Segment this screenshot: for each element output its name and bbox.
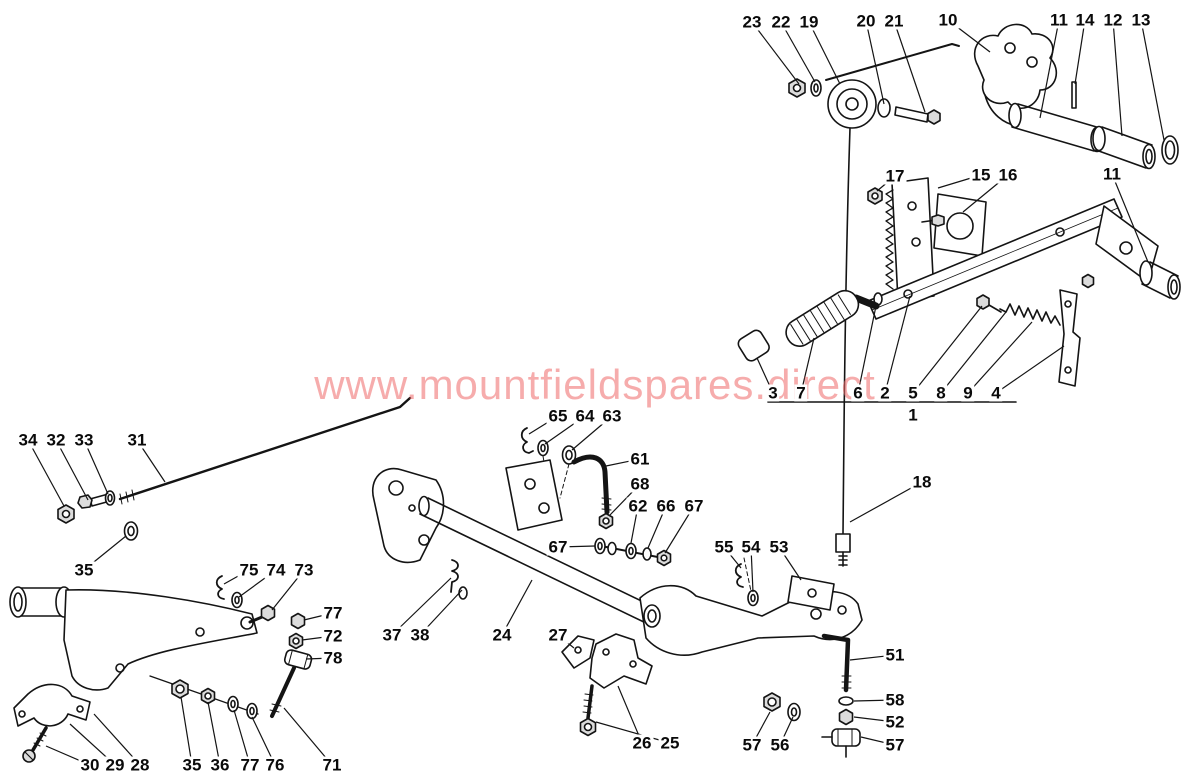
callout-71: 71 [320,755,344,775]
callout-51: 51 [883,645,907,665]
callout-58: 58 [883,690,907,710]
callout-27: 27 [546,625,570,645]
callout-72: 72 [321,626,345,646]
callout-23: 23 [740,12,764,32]
callout-54: 54 [739,537,763,557]
callout-26: 26 [630,733,654,753]
callout-5: 5 [906,383,920,403]
callout-53: 53 [767,537,791,557]
callout-29: 29 [103,755,127,775]
callout-56: 56 [768,735,792,755]
callout-78: 78 [321,648,345,668]
callout-76: 76 [263,755,287,775]
callout-35: 35 [72,560,96,580]
lift-bellcrank [9,575,313,763]
callout-18: 18 [910,472,934,492]
callout-57: 57 [883,735,907,755]
callout-75: 75 [237,560,261,580]
callout-11: 11 [1101,164,1123,184]
callout-14: 14 [1073,10,1097,30]
latch-hook [973,23,1058,127]
callout-64: 64 [573,406,597,426]
callout-4: 4 [989,383,1003,403]
callout-22: 22 [769,12,793,32]
callout-33: 33 [72,430,96,450]
callout-67: 67 [546,537,570,557]
callout-77: 77 [238,755,262,775]
callout-15: 15 [969,165,993,185]
spring-and-bracket [976,273,1095,387]
handle-tube [1008,81,1179,170]
callout-77: 77 [321,603,345,623]
callout-34: 34 [16,430,40,450]
callout-62: 62 [626,496,650,516]
callout-35: 35 [180,755,204,775]
callout-28: 28 [128,755,152,775]
callout-63: 63 [600,406,624,426]
quadrant-rack [867,177,987,302]
callout-73: 73 [292,560,316,580]
callout-25: 25 [658,733,682,753]
pulley-assembly [788,43,960,129]
callout-31: 31 [125,430,149,450]
callout-57: 57 [740,735,764,755]
callout-30: 30 [78,755,102,775]
callout-2: 2 [878,383,892,403]
cross-shaft [371,459,863,656]
callout-10: 10 [936,10,960,30]
grip-handle [737,289,880,362]
callout-32: 32 [44,430,68,450]
callout-9: 9 [961,383,975,403]
callout-7: 7 [794,383,808,403]
callout-17: 17 [883,166,907,186]
lift-lever [867,198,1181,320]
callout-20: 20 [854,11,878,31]
lift-cable [835,127,851,567]
callout-68: 68 [628,474,652,494]
callout-12: 12 [1101,10,1125,30]
callout-21: 21 [882,11,906,31]
callout-66: 66 [654,496,678,516]
callout-55: 55 [712,537,736,557]
callout-36: 36 [208,755,232,775]
callout-74: 74 [264,560,288,580]
callout-65: 65 [546,406,570,426]
callout-3: 3 [766,383,780,403]
leader-lines [27,19,1165,766]
callout-52: 52 [883,712,907,732]
callout-24: 24 [490,625,514,645]
callout-11: 11 [1048,10,1070,30]
callout-16: 16 [996,165,1020,185]
link-rod-51 [763,633,861,758]
callout-61: 61 [628,449,652,469]
adjust-rod [57,396,412,541]
callout-1: 1 [906,405,920,425]
callout-67: 67 [682,496,706,516]
callout-8: 8 [934,383,948,403]
link-assembly [520,427,672,567]
callout-19: 19 [797,12,821,32]
callout-13: 13 [1129,10,1153,30]
callout-37: 37 [380,625,404,645]
callout-38: 38 [408,625,432,645]
callout-6: 6 [851,383,865,403]
